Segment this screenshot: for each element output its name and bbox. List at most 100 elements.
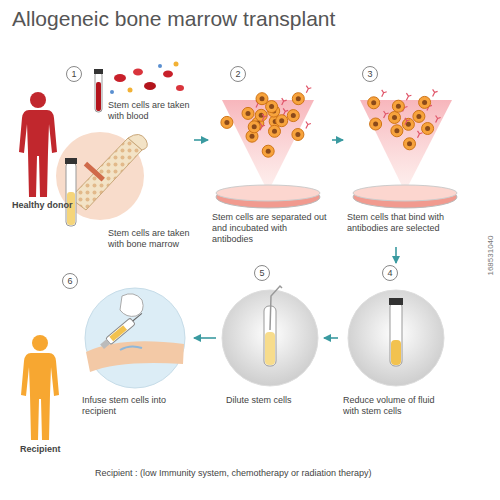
watermark: 168531040 <box>485 235 496 275</box>
illustration-part <box>291 113 296 118</box>
illustration-part <box>221 116 233 128</box>
illustration-part <box>222 100 314 192</box>
illustration-part <box>94 69 103 74</box>
illustration-part <box>109 325 127 341</box>
illustration-part <box>100 310 145 350</box>
illustration-part <box>256 93 268 105</box>
illustration-part <box>279 118 284 123</box>
blood-cells <box>110 62 184 95</box>
illustration-part <box>144 82 156 90</box>
illustration-part <box>265 332 275 365</box>
illustration-part <box>250 134 255 139</box>
illustration-part <box>174 62 179 67</box>
illustration-part <box>86 341 184 372</box>
illustration-part <box>269 125 281 137</box>
step-text: Stem cells are taken with bone marrow <box>108 228 192 250</box>
illustration-part <box>296 96 301 101</box>
illustration-part <box>272 129 277 134</box>
illustration-part <box>176 85 184 91</box>
illustration-part <box>295 132 300 137</box>
illustration-part <box>163 71 173 78</box>
illustration-part <box>120 346 142 350</box>
step-number: 5 <box>254 265 270 281</box>
illustration-part <box>348 290 444 386</box>
illustration-part <box>392 115 397 120</box>
illustration-part <box>396 104 401 109</box>
illustration-part <box>269 104 274 109</box>
blood-tube <box>94 69 103 112</box>
illustration-part <box>292 122 311 141</box>
illustration-part <box>96 82 101 111</box>
step-text: Stem cells that bind with antibodies are… <box>347 212 475 234</box>
step-text: Reduce volume of fluid with stem cells <box>343 395 449 417</box>
caption: Recipient : (low Immunity system, chemot… <box>95 468 372 479</box>
illustration-part <box>266 149 271 154</box>
illustration-part <box>402 118 414 130</box>
step-text: Stem cells are taken with blood <box>108 100 192 122</box>
illustration-part <box>242 107 254 119</box>
illustration-part <box>252 124 257 129</box>
illustration-part <box>276 115 288 127</box>
step-number: 4 <box>382 265 398 281</box>
illustration-part <box>260 96 265 101</box>
illustration-part <box>21 353 59 440</box>
step-text: Dilute stem cells <box>226 395 316 406</box>
illustration-part <box>425 126 430 131</box>
step-text: Stem cells are separated out and incubat… <box>212 212 328 245</box>
illustration-part <box>287 110 299 122</box>
step-group: 1Stem cells are taken with bloodStem cel… <box>62 62 192 253</box>
illustration-part <box>406 93 411 100</box>
illustration-part <box>30 92 46 108</box>
step-number: 1 <box>66 66 82 82</box>
illustration-part <box>370 111 389 130</box>
illustration-part <box>292 129 304 141</box>
figure-label: Recipient <box>20 444 61 455</box>
volume-tube <box>348 290 444 386</box>
illustration-part <box>368 97 380 109</box>
illustration-part <box>390 302 402 366</box>
illustration-part <box>405 118 410 125</box>
bone-marrow <box>56 132 147 226</box>
illustration-part <box>436 116 441 123</box>
illustration-part <box>110 90 114 94</box>
flow-arrow <box>332 139 343 141</box>
illustration-part <box>266 101 278 113</box>
illustration-part <box>95 72 102 112</box>
illustration-part <box>133 69 143 76</box>
illustration-part <box>371 100 376 105</box>
illustration-part <box>255 109 267 121</box>
flow-arrow <box>194 139 208 141</box>
illustration-part <box>270 286 282 330</box>
illustration-part <box>368 90 387 109</box>
step-number: 3 <box>362 66 378 82</box>
illustration-part <box>389 112 401 124</box>
illustration-part <box>256 93 268 105</box>
illustration-part <box>276 115 288 127</box>
illustration-part <box>224 120 229 125</box>
illustration-part <box>32 335 48 351</box>
illustration-part <box>370 118 382 130</box>
infusion <box>85 288 185 388</box>
illustration-part <box>407 141 412 146</box>
illustration-part <box>353 186 457 208</box>
illustration-part <box>422 100 427 105</box>
illustration-part <box>292 93 304 105</box>
illustration-part <box>262 114 267 121</box>
illustration-part <box>389 298 403 305</box>
flow-arrow <box>194 337 216 339</box>
step-group: 5Dilute stem cells <box>218 265 322 410</box>
step-number: 6 <box>62 273 78 289</box>
dilute-tube <box>222 286 318 386</box>
illustration-part <box>216 185 320 201</box>
step-group: 4Reduce volume of fluid with stem cells <box>340 265 452 420</box>
illustration-part <box>404 138 416 150</box>
illustration-part <box>413 110 425 122</box>
illustration-part <box>114 74 126 82</box>
illustration-part <box>128 88 133 93</box>
illustration-part <box>416 114 421 119</box>
illustration-part <box>282 98 287 105</box>
donor-figure <box>19 92 57 197</box>
petri-dish <box>353 89 457 208</box>
flow-arrow <box>395 247 397 263</box>
illustration-part <box>392 100 404 112</box>
